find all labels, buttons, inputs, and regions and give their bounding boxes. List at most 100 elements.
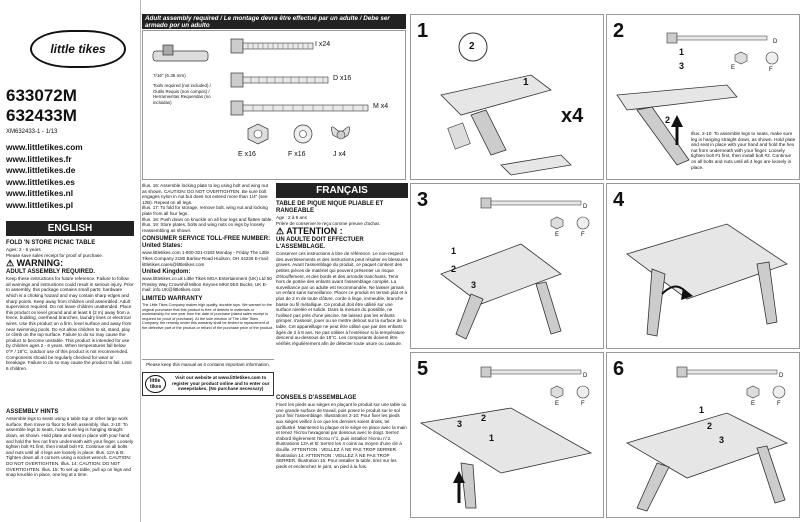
callout-label: 2 bbox=[469, 41, 475, 52]
socket-wrench-icon bbox=[152, 44, 209, 62]
step-number: 6 bbox=[613, 358, 625, 380]
english-heading: ENGLISH bbox=[6, 221, 134, 236]
step-number: 5 bbox=[417, 358, 429, 380]
french-assembly-body: Fixez les pieds aux sièges en plaçant le… bbox=[276, 402, 407, 469]
callout-label: 2 bbox=[707, 421, 713, 431]
assembly-hints-heading: ASSEMBLY HINTS bbox=[6, 409, 59, 416]
callout-label: 1 bbox=[451, 246, 457, 256]
part-label: E bbox=[555, 401, 560, 407]
bolt-i-icon bbox=[230, 38, 314, 54]
part-count-m: M x4 bbox=[373, 103, 389, 110]
ages-text: Ages: 2 - 6 years bbox=[6, 247, 41, 252]
bolt-d-icon bbox=[230, 72, 329, 88]
part-label: D bbox=[773, 39, 778, 45]
visit-website-note[interactable]: Visit our website at www.littletikes.com… bbox=[171, 375, 270, 392]
part-label: F bbox=[581, 232, 585, 238]
callout-label: 1 bbox=[699, 405, 705, 415]
illus-16-text: Illus. 16: Assemble locking plate to leg… bbox=[142, 183, 268, 205]
callout-label: 3 bbox=[679, 61, 685, 71]
us-heading: United States: bbox=[142, 243, 183, 250]
adult-assembly-header: Adult assembly required / Le montage dev… bbox=[142, 14, 406, 29]
document-code: XM632433-1 - 1/13 bbox=[6, 129, 58, 135]
callout-label: 2 bbox=[481, 413, 487, 423]
callout-label: 1 bbox=[523, 77, 529, 88]
callout-label: 2 bbox=[451, 264, 457, 274]
french-adult-heading: UN ADULTE DOIT EFFECTUER L'ASSEMBLAGE. bbox=[276, 237, 364, 251]
illus-17-text: Illus. 17: To fold for storage, remove b… bbox=[142, 205, 268, 216]
part-label: E bbox=[731, 65, 736, 71]
step-number: 2 bbox=[613, 20, 625, 42]
part-label: F bbox=[581, 401, 585, 407]
model-number-1: 633072M bbox=[6, 86, 77, 105]
attention-heading: ⚠ ATTENTION : bbox=[276, 226, 343, 237]
french-ages: Age : 2 à 8 ans bbox=[276, 215, 307, 220]
callout-label: 1 bbox=[489, 433, 495, 443]
tool-size-label: 7/16" (6.35 mm) bbox=[153, 73, 186, 78]
step-4-panel: 4 bbox=[606, 183, 800, 349]
illus-18-text: Illus. 18: Push down on knuckle on all f… bbox=[142, 216, 273, 222]
part-label: D bbox=[779, 373, 784, 379]
french-warning-body: Conserver ces instructions à titre de ré… bbox=[276, 251, 408, 346]
bolt-m-icon bbox=[230, 100, 369, 116]
french-assembly-heading: CONSEILS D'ASSEMBLAGE bbox=[276, 395, 357, 402]
website-link[interactable]: www.littletikes.es bbox=[6, 176, 75, 187]
part-label: D bbox=[583, 373, 588, 379]
warning-heading: ⚠ WARNING: bbox=[6, 258, 64, 269]
step-6-illustration bbox=[626, 366, 789, 512]
callout-label: 3 bbox=[471, 280, 477, 290]
callout-label: 3 bbox=[719, 435, 725, 445]
step-number: 3 bbox=[417, 189, 429, 211]
hardware-box: 7/16" (6.35 mm) Tools required (not incl… bbox=[142, 30, 406, 180]
website-link[interactable]: www.littletikes.de bbox=[6, 165, 76, 175]
callout-label: 1 bbox=[679, 47, 685, 57]
illus-19-text: Illus. 19: Store plates, bolts and wing … bbox=[142, 222, 265, 233]
warranty-heading: LIMITED WARRANTY bbox=[142, 295, 203, 302]
website-link[interactable]: www.littletikes.pl bbox=[6, 199, 74, 210]
part-count-f: F x16 bbox=[288, 151, 306, 158]
consumer-service-heading: CONSUMER SERVICE TOLL-FREE NUMBER: bbox=[142, 236, 271, 243]
hardware-illustration bbox=[152, 38, 369, 145]
uk-heading: United Kingdom: bbox=[142, 269, 191, 276]
step-2-illustration bbox=[616, 32, 779, 166]
continued-english-column: Illus. 16: Assemble locking plate to leg… bbox=[142, 183, 274, 522]
french-product-name: TABLE DE PIQUE NIQUE PLIABLE ET RANGEABL… bbox=[276, 201, 384, 214]
little-tikes-small-logo: little tikes bbox=[145, 374, 167, 393]
receipt-note: Please save sales receipt for proof of p… bbox=[6, 252, 104, 258]
uk-contact: www.littletikes.co.uk Little Tikes MGA E… bbox=[142, 276, 272, 293]
wing-nut-j-icon bbox=[331, 126, 350, 140]
model-number-2: 632433M bbox=[6, 106, 77, 125]
website-link[interactable]: www.littletikes.nl bbox=[6, 188, 74, 198]
adult-assembly-heading: ADULT ASSEMBLY REQUIRED. bbox=[6, 269, 96, 276]
multiplier-label: x4 bbox=[561, 105, 584, 127]
warning-icon: ⚠ bbox=[6, 258, 15, 269]
step-2-panel: 2 E F D 1 3 2 Illus. 2-10: To assemble l… bbox=[606, 14, 800, 180]
website-link[interactable]: www.littletikes.fr bbox=[6, 153, 72, 164]
step-3-illustration bbox=[440, 197, 590, 340]
warning-icon: ⚠ bbox=[276, 226, 285, 237]
step-5-illustration bbox=[419, 366, 593, 509]
step-2-caption: Illus. 2-10: To assemble legs to seats, … bbox=[691, 131, 796, 170]
warranty-body: The Little Tikes Company makes high qual… bbox=[142, 302, 274, 330]
assembly-hints-body: Assemble legs to seats using a table top… bbox=[6, 416, 134, 478]
french-receipt-note: Prière de conserver le reçu comme preuve… bbox=[276, 220, 381, 226]
step-4-illustration bbox=[626, 223, 788, 337]
callout-label: 3 bbox=[457, 419, 463, 429]
part-label: E bbox=[751, 401, 756, 407]
step-3-panel: 3 D E F 1 2 3 bbox=[410, 183, 604, 349]
english-column: little tikes 633072M 632433M XM632433-1 … bbox=[0, 0, 141, 522]
step-number: 1 bbox=[417, 20, 429, 42]
keep-manual-note: Please keep this manual as it contains i… bbox=[142, 358, 274, 368]
part-count-d: D x16 bbox=[333, 75, 352, 82]
website-list: www.littletikes.com www.littletikes.fr w… bbox=[6, 142, 140, 211]
tools-required-label: Tools required (not included) / Outils R… bbox=[153, 83, 211, 105]
french-column: FRANÇAIS TABLE DE PIQUE NIQUE PLIABLE ET… bbox=[276, 183, 408, 478]
step-1-illustration bbox=[440, 32, 572, 176]
step-number: 4 bbox=[613, 189, 625, 211]
website-link[interactable]: www.littletikes.com bbox=[6, 142, 83, 152]
step-1-panel: 1 2 1 x4 bbox=[410, 14, 604, 180]
product-name: FOLD 'N STORE PICNIC TABLE bbox=[6, 240, 96, 246]
warning-body: Keep these instructions for future refer… bbox=[6, 276, 134, 371]
part-label: E bbox=[555, 232, 560, 238]
part-count-i: I x24 bbox=[315, 41, 331, 48]
step-6-panel: 6 D E F 1 2 3 bbox=[606, 352, 800, 518]
